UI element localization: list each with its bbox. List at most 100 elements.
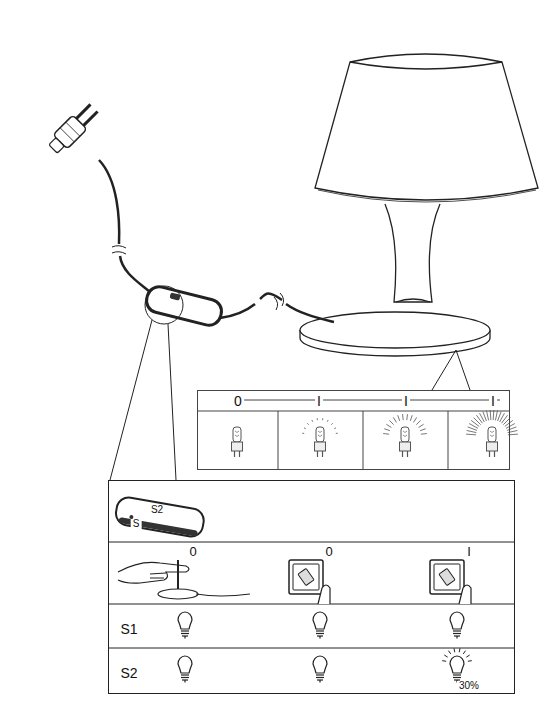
light-ray: [421, 433, 427, 435]
power-cord: [99, 160, 119, 244]
light-ray: [386, 424, 391, 427]
table-rules: [108, 542, 515, 543]
light-ray: [383, 433, 389, 435]
light-ray: [493, 410, 495, 420]
illustration: [178, 612, 192, 639]
light-ray: [416, 420, 420, 424]
leader-line: [110, 320, 152, 480]
light-ray: [317, 418, 318, 420]
hand-press: [459, 585, 471, 604]
table-rules: [108, 604, 515, 605]
label-text: I: [489, 394, 497, 408]
inline-switch: [114, 496, 206, 539]
light-ray: [466, 434, 476, 436]
power-cord: [260, 293, 282, 300]
dimmer-steps: [244, 400, 500, 401]
table-rules: [108, 542, 515, 648]
label-text: 30%: [457, 681, 481, 691]
light-ray: [414, 417, 417, 422]
label-text: 0: [232, 394, 244, 408]
light-ray: [420, 429, 426, 431]
label-text: 0: [323, 545, 334, 558]
illustration: [487, 427, 498, 457]
illustration: [315, 427, 326, 457]
light-ray: [393, 417, 396, 422]
label-text: I: [315, 394, 323, 408]
table-lamp: [300, 312, 490, 348]
light-ray: [490, 410, 492, 420]
light-ray: [444, 655, 447, 657]
light-ray: [419, 424, 424, 427]
label-text: S2: [118, 666, 139, 680]
light-ray: [486, 411, 488, 421]
hand-touch: [196, 594, 250, 596]
illustration: [400, 427, 411, 457]
inline-switch: [144, 284, 224, 328]
label-text: S1: [118, 622, 139, 636]
inline-switch: [118, 517, 198, 537]
light-ray: [302, 433, 304, 434]
hand-press: [459, 585, 471, 604]
illustration: [313, 656, 327, 683]
light-ray: [453, 648, 455, 652]
light-ray: [483, 412, 486, 421]
table-lamp: [385, 204, 440, 302]
dimmer-steps: [198, 400, 509, 469]
table-lamp: [318, 190, 536, 202]
light-ray: [474, 418, 481, 425]
light-ray: [495, 411, 497, 421]
illustration: [450, 612, 464, 639]
hand-touch: [158, 589, 198, 599]
illustration: [313, 612, 327, 639]
label-text: I: [402, 394, 410, 408]
power-plug: [83, 111, 97, 125]
leader-line: [432, 350, 470, 390]
hand-touch: [177, 560, 179, 592]
callout-circle: [145, 286, 183, 324]
light-ray: [331, 423, 332, 424]
power-cord: [99, 160, 334, 322]
light-ray: [468, 660, 472, 662]
power-cord: [286, 304, 334, 322]
illustration: [232, 427, 243, 457]
dimmer-steps: [198, 411, 509, 412]
leader-line: [168, 324, 176, 480]
power-plug: [66, 122, 80, 136]
light-ray: [384, 429, 390, 431]
light-ray: [307, 423, 308, 424]
light-ray: [398, 415, 400, 421]
dimmer-steps: [278, 411, 279, 469]
light-rays: [302, 410, 518, 435]
dimmer-steps: [363, 411, 364, 469]
inline-switch: [144, 284, 224, 328]
light-rays: [442, 648, 472, 661]
light-ray: [406, 414, 408, 420]
light-ray: [311, 420, 313, 422]
hand-touch: [150, 573, 166, 578]
power-cord: [120, 256, 150, 292]
illustration: [178, 656, 192, 683]
illustration: [430, 560, 464, 594]
table-lamp: [350, 62, 502, 69]
light-ray: [442, 660, 446, 662]
light-ray: [459, 648, 461, 652]
hand-press: [318, 585, 330, 604]
power-plug: [60, 128, 74, 142]
label-text: S2: [149, 505, 165, 515]
dimmer-callout-box: 0 I I I: [197, 390, 510, 470]
light-ray: [304, 427, 306, 429]
light-ray: [463, 651, 465, 654]
light-ray: [327, 420, 329, 422]
power-cord: [220, 304, 255, 318]
light-ray: [467, 430, 477, 432]
power-cord: [112, 246, 126, 254]
table-lamp: [300, 54, 538, 356]
light-ray: [322, 418, 323, 420]
light-ray: [334, 427, 336, 429]
light-ray: [448, 651, 450, 654]
inline-switch: [114, 496, 206, 539]
illustration: [289, 560, 323, 594]
